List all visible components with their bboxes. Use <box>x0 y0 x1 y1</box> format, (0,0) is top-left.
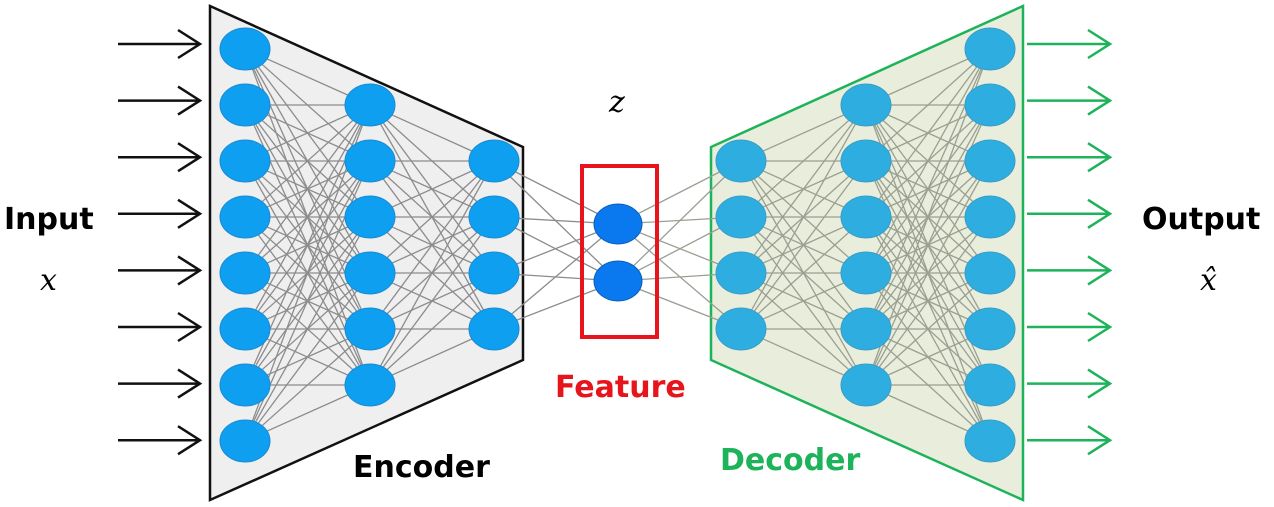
connection-edge <box>493 223 619 330</box>
output-arrow <box>1027 198 1113 229</box>
connection-edge <box>740 104 867 274</box>
connection-edge <box>244 216 371 442</box>
encoder-node <box>468 307 520 351</box>
encoder-node <box>219 195 271 239</box>
connection-edge <box>369 160 495 330</box>
encoder-node <box>468 251 520 295</box>
latent-variable: z <box>608 85 625 120</box>
encoder-node <box>344 83 396 127</box>
connection-edge <box>244 104 371 218</box>
encoder-node <box>219 251 271 295</box>
connection-edge <box>865 272 991 386</box>
connection-edge <box>369 160 495 274</box>
decoder-label: Decoder <box>720 443 860 478</box>
decoder-node <box>964 195 1016 239</box>
neuron-nodes <box>219 27 1016 463</box>
output-arrow <box>1027 368 1113 399</box>
decoder-node <box>715 251 767 295</box>
connection-edge <box>865 48 991 218</box>
decoder-node <box>964 139 1016 183</box>
feature-node <box>593 203 643 245</box>
input-arrow <box>118 311 203 343</box>
decoder-node <box>964 419 1016 463</box>
encoder-node <box>219 363 271 407</box>
encoder-label: Encoder <box>353 450 490 485</box>
output-arrow <box>1027 85 1113 116</box>
connection-edge <box>865 160 991 386</box>
decoder-node <box>964 27 1016 71</box>
input-arrow <box>118 28 203 60</box>
decoder-node <box>840 139 892 183</box>
input-arrow <box>118 142 203 173</box>
connection-edge <box>369 216 495 386</box>
connection-edge <box>740 104 867 218</box>
connection-edge <box>865 48 991 274</box>
encoder-node <box>219 83 271 127</box>
input-variable: x <box>40 263 57 298</box>
connection-edge <box>369 272 495 386</box>
encoder-node <box>344 363 396 407</box>
decoder-node <box>715 307 767 351</box>
encoder-node <box>344 307 396 351</box>
output-arrow <box>1027 311 1113 343</box>
input-arrow <box>118 425 203 456</box>
encoder-node <box>219 139 271 183</box>
connection-edge <box>244 272 371 442</box>
decoder-node <box>964 251 1016 295</box>
decoder-node <box>840 83 892 127</box>
decoder-node <box>715 139 767 183</box>
decoder-node <box>715 195 767 239</box>
input-arrow <box>118 85 203 116</box>
encoder-node <box>344 251 396 295</box>
decoder-node <box>964 307 1016 351</box>
input-label: Input <box>4 202 94 237</box>
encoder-node <box>344 195 396 239</box>
feature-box <box>580 164 659 339</box>
decoder-node <box>840 251 892 295</box>
connection-edge <box>244 104 371 330</box>
output-variable: x̂ <box>1200 263 1217 298</box>
connection-edge <box>244 104 371 274</box>
decoder-node <box>964 363 1016 407</box>
input-arrow <box>118 255 203 286</box>
output-arrow <box>1027 28 1113 60</box>
input-arrow <box>118 198 203 229</box>
connection-edge <box>740 216 867 330</box>
encoder-node <box>219 307 271 351</box>
input-arrow <box>118 368 203 399</box>
connection-edge <box>865 48 991 162</box>
output-label: Output <box>1142 202 1260 237</box>
feature-label: Feature <box>555 370 686 405</box>
encoder-node <box>468 195 520 239</box>
decoder-node <box>840 363 892 407</box>
decoder-node <box>840 307 892 351</box>
connection-edge <box>617 160 742 282</box>
encoder-node <box>344 139 396 183</box>
encoder-node <box>219 27 271 71</box>
connection-edge <box>740 160 867 330</box>
connection-edge <box>740 104 867 330</box>
output-arrow <box>1027 425 1113 456</box>
decoder-node <box>964 83 1016 127</box>
output-arrow <box>1027 142 1113 173</box>
decoder-node <box>840 195 892 239</box>
connection-edge <box>369 160 495 386</box>
output-arrow <box>1027 255 1113 286</box>
encoder-node <box>468 139 520 183</box>
connection-edge <box>865 216 991 386</box>
feature-node <box>593 260 643 302</box>
io-arrows <box>118 28 1113 456</box>
connection-edge <box>244 328 371 442</box>
encoder-node <box>219 419 271 463</box>
